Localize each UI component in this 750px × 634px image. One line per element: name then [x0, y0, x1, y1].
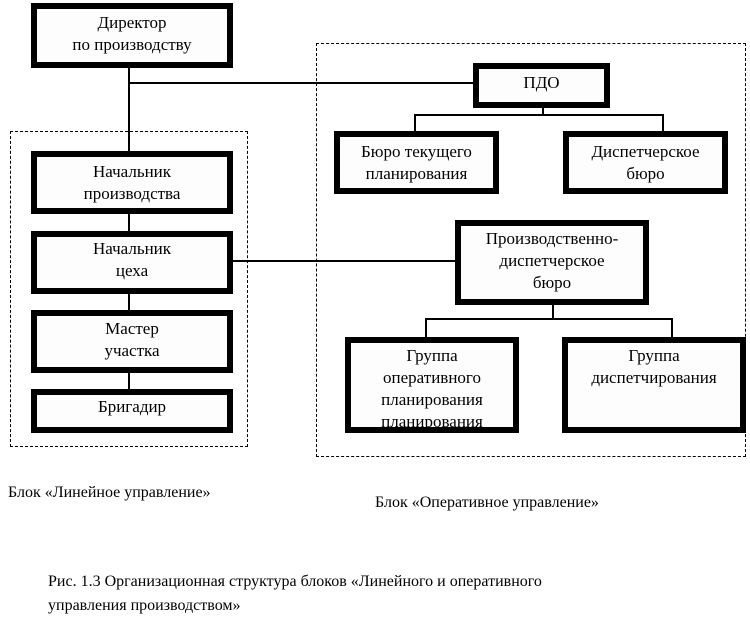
head-shop-box: Начальник цеха [31, 231, 233, 294]
current-planning-line-1: Бюро текущего [361, 142, 472, 161]
master-line-1: Мастер [105, 319, 159, 338]
prod-dispatch-box: Производственно- диспетчерское бюро [455, 220, 649, 305]
connector-pdo-left [414, 114, 416, 133]
director-box: Директор по производству [31, 3, 233, 68]
figure-caption-line-1: Рис. 1.3 Организационная структура блоко… [48, 573, 542, 590]
connector-prod-shop [128, 212, 130, 232]
head-production-line-1: Начальник [92, 162, 172, 181]
director-line-1: Директор [97, 13, 167, 32]
head-production-line-2: производства [83, 184, 181, 203]
connector-master-foreman [128, 371, 130, 391]
connector-pdo-branch [414, 114, 664, 116]
op-planning-group-line-1: Группа [406, 346, 458, 365]
connector-pdb-branch [425, 318, 673, 320]
op-planning-group-line-4: планирования [381, 412, 483, 431]
dispatch-bureau-line-1: Диспетчерское [591, 142, 700, 161]
operational-block-label: Блок «Оперативное управление» [375, 494, 599, 511]
head-shop-line-1: Начальник [92, 239, 172, 258]
connector-pdo-right [662, 114, 664, 133]
master-box: Мастер участка [31, 310, 233, 373]
head-production-box: Начальник производства [31, 151, 233, 214]
current-planning-box: Бюро текущего планирования [334, 131, 499, 194]
connector-pdb-down [552, 302, 554, 320]
op-planning-group-line-3: планирования [381, 390, 483, 409]
op-planning-group-box: Группа оперативного планирования планиро… [345, 337, 519, 433]
connector-shop-master [128, 292, 130, 312]
head-shop-line-2: цеха [115, 261, 149, 280]
director-line-2: по производству [72, 35, 192, 54]
connector-pdb-right [671, 318, 673, 338]
figure-caption: Рис. 1.3 Организационная структура блоко… [48, 570, 542, 618]
operational-block-frame [316, 43, 746, 457]
pdo-box: ПДО [473, 63, 610, 108]
current-planning-line-2: планирования [365, 164, 468, 183]
connector-director-pdo [129, 82, 474, 84]
connector-pdb-left [425, 318, 427, 338]
connector-pdo-down [542, 105, 544, 116]
prod-dispatch-line-1: Производственно- [485, 229, 619, 248]
dispatch-group-box: Группа диспетчирования [562, 337, 746, 433]
foreman-line-1: Бригадир [97, 397, 167, 416]
linear-block-label: Блок «Линейное управление» [8, 484, 211, 501]
master-line-2: участка [104, 341, 160, 360]
prod-dispatch-line-2: диспетчерское [499, 251, 605, 270]
foreman-box: Бригадир [31, 389, 233, 433]
figure-caption-line-2: управления производством» [48, 597, 241, 614]
pdo-line-1: ПДО [523, 73, 560, 92]
op-planning-group-line-2: оперативного [383, 368, 481, 387]
dispatch-group-line-2: диспетчирования [591, 368, 717, 387]
dispatch-group-line-1: Группа [628, 346, 680, 365]
dispatch-bureau-line-2: бюро [626, 164, 665, 183]
dispatch-bureau-box: Диспетчерское бюро [563, 131, 728, 194]
prod-dispatch-line-3: бюро [532, 273, 572, 292]
connector-director-down [128, 66, 130, 152]
connector-shop-proddispatch [232, 260, 458, 262]
